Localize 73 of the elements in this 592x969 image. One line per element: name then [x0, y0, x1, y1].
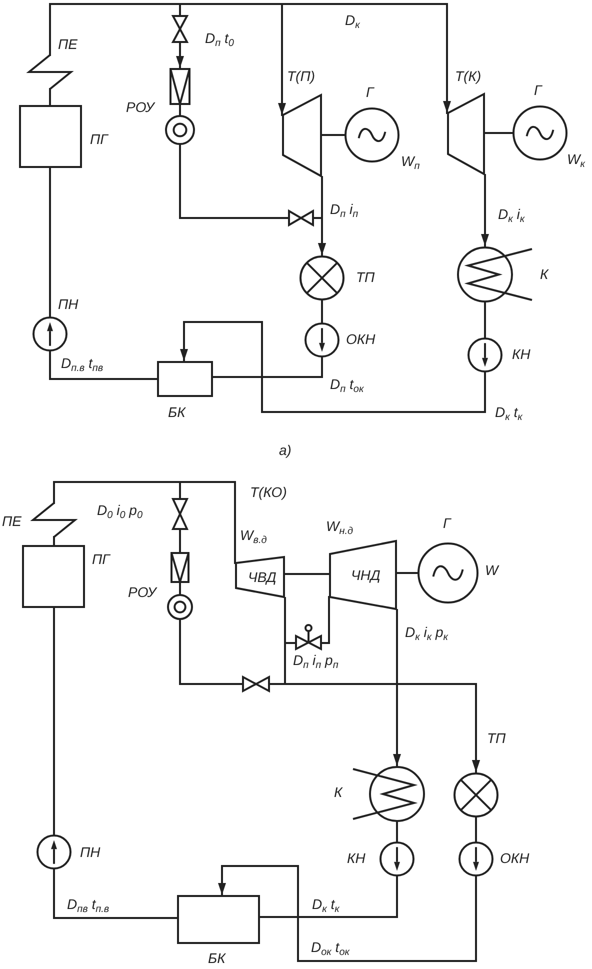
pipe-line — [321, 300, 323, 323]
component-label: К — [334, 784, 342, 800]
shaft-line — [396, 572, 418, 574]
flow-arrow — [269, 683, 480, 773]
component-label: КН — [347, 850, 366, 866]
pipe-line — [53, 869, 178, 919]
pipe-line — [179, 144, 289, 219]
pipe-line — [53, 607, 55, 835]
component-label: Г — [366, 84, 374, 100]
turbine-label: Т(КО) — [250, 484, 287, 500]
pipe-line — [53, 536, 55, 546]
component-label: Т(К) — [455, 68, 482, 84]
component-label: Г — [443, 515, 451, 531]
pipe-line — [49, 88, 51, 106]
component-label: ТП — [356, 269, 375, 285]
edge-label: D$_{к}$ — [344, 12, 361, 28]
component-label: ПЕ — [58, 36, 78, 52]
component-label: ПН — [80, 844, 100, 860]
shaft-line — [484, 132, 513, 134]
pipe-line — [179, 529, 181, 553]
pipe-line — [212, 357, 323, 378]
edge-label: D$_{пв}$ t$_{п.в}$ — [66, 896, 110, 912]
power-label: W$_{н.д}$ — [326, 518, 354, 534]
component-label: Г — [534, 82, 542, 98]
edge-label: D$_{к}$ t$_{к}$ — [494, 404, 524, 420]
shaft-line — [284, 573, 330, 575]
pipe-line — [179, 619, 243, 685]
component-label: Т(П) — [287, 68, 316, 84]
pipe-line — [475, 817, 477, 842]
pipe-line — [484, 302, 486, 338]
pipe-line — [49, 351, 158, 380]
pipe-line — [53, 481, 236, 564]
shaft-line — [321, 134, 345, 136]
component-label: ЧВД — [248, 569, 276, 585]
flow-arrow — [481, 174, 489, 247]
component-label: РОУ — [128, 584, 156, 600]
pipe-line — [259, 876, 398, 918]
edge-label: D$_{п}$ t$_{0}$ — [204, 30, 235, 46]
flow-arrow — [218, 865, 477, 962]
edge-label: D$_{ок}$ t$_{ок}$ — [310, 939, 350, 955]
component-label: ПГ — [90, 131, 108, 147]
pipe-line — [321, 596, 330, 644]
power-label: W$_{п}$ — [401, 153, 420, 169]
flow-arrow — [318, 176, 326, 256]
edge-label: D$_{к}$ t$_{к}$ — [311, 896, 340, 912]
pipe-line — [396, 821, 398, 842]
edge-label: D$_{п}$ i$_{п}$ — [329, 201, 360, 217]
figure-label: а) — [279, 442, 292, 458]
component-label: ПН — [58, 296, 78, 312]
pipe-line — [49, 167, 51, 317]
component-label: РОУ — [126, 99, 154, 115]
component-label: БК — [208, 950, 226, 966]
component-label: БК — [168, 404, 186, 420]
power-label: W$_{в.д}$ — [240, 527, 267, 543]
edge-label: D$_{п.в}$ t$_{пв}$ — [60, 355, 104, 371]
flow-arrow — [393, 609, 401, 767]
power-label: W$_{к}$ — [567, 151, 585, 167]
flow-arrow — [180, 321, 486, 413]
flow-arrow — [49, 3, 451, 114]
edge-label: D$_{п}$ t$_{ок}$ — [329, 376, 365, 392]
edge-label: D$_{0}$ i$_{0}$ p$_{0}$ — [96, 502, 144, 518]
edge-label: D$_{к}$ i$_{к}$ — [497, 206, 526, 222]
flow-arrow — [176, 42, 184, 69]
edge-label: D$_{к}$ i$_{к}$ p$_{к}$ — [404, 624, 450, 640]
component-label: ОКН — [500, 850, 530, 866]
component-label: ТП — [487, 730, 506, 746]
component-label: К — [540, 266, 548, 282]
component-label: ЧНД — [351, 567, 380, 583]
power-label: W — [485, 562, 498, 578]
component-label: ПЕ — [2, 513, 22, 529]
component-label: КН — [512, 346, 530, 362]
component-label: ОКН — [346, 331, 376, 347]
component-label: ПГ — [92, 551, 110, 567]
